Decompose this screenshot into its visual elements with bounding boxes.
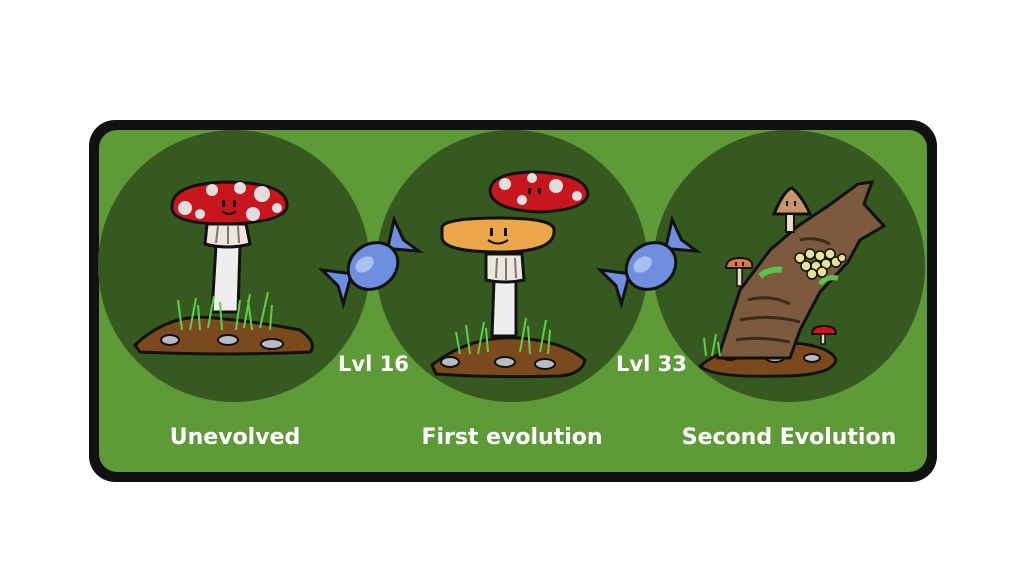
candy-icon bbox=[595, 214, 702, 310]
stage-label-second-evolution: Second Evolution bbox=[681, 425, 897, 450]
unevolved-mushroom-illustration bbox=[133, 180, 314, 356]
stage-label-first-evolution: First evolution bbox=[421, 425, 603, 450]
log-trunk bbox=[715, 180, 887, 360]
stage-label-unevolved: Unevolved bbox=[169, 425, 301, 450]
mushroom-stem bbox=[210, 243, 242, 314]
candy-icon bbox=[317, 214, 424, 310]
level-label-first: Lvl 16 bbox=[338, 352, 409, 376]
level-label-second: Lvl 33 bbox=[616, 352, 687, 376]
second-evolution-log-illustration bbox=[697, 180, 887, 378]
first-evolution-mushroom-illustration bbox=[430, 170, 590, 379]
